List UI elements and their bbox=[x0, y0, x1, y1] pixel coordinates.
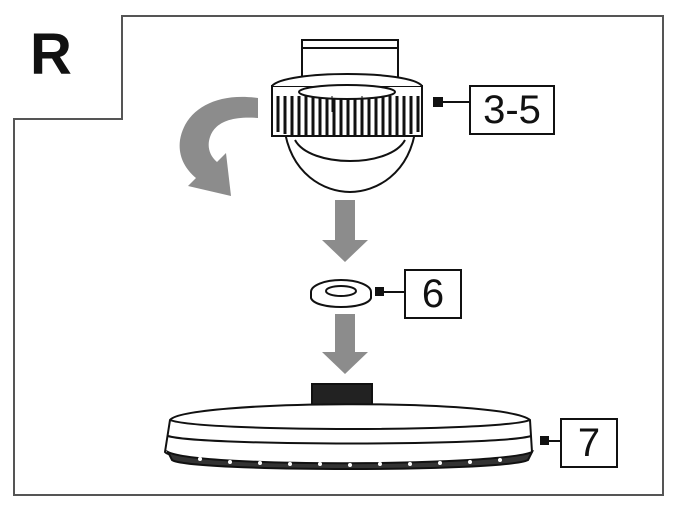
step-letter: R bbox=[30, 22, 72, 87]
leader-dot-7 bbox=[540, 436, 549, 445]
fitting-3-5 bbox=[271, 39, 423, 194]
callout-part-6: 6 bbox=[404, 269, 462, 319]
down-arrow-icon bbox=[322, 314, 368, 374]
washer-6 bbox=[310, 279, 372, 308]
leader-dot-6 bbox=[375, 287, 384, 296]
shower-head-7 bbox=[163, 383, 535, 470]
frame bbox=[13, 15, 664, 496]
leader-dot-3-5 bbox=[433, 97, 443, 107]
callout-part-7: 7 bbox=[560, 418, 618, 468]
callout-part-3-5: 3-5 bbox=[469, 85, 555, 135]
rotate-arrow-icon bbox=[179, 96, 258, 196]
down-arrow-icon bbox=[322, 200, 368, 262]
